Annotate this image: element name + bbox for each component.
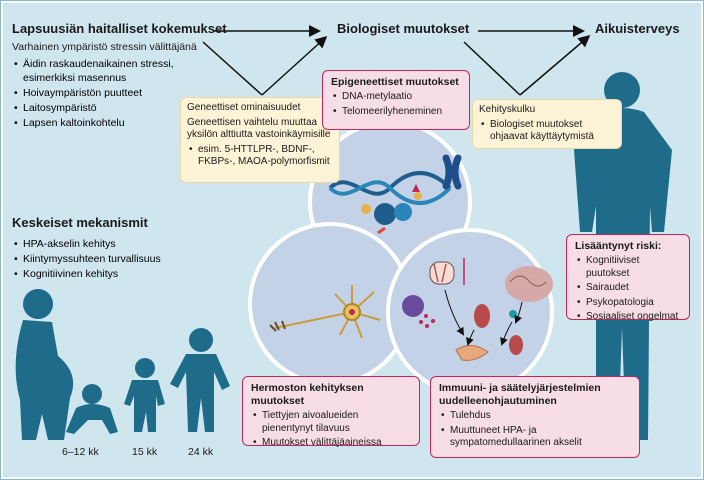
risk-box: Lisääntynyt riski: Kognitiiviset puutoks… — [566, 234, 690, 323]
mechanisms-list: HPA-akselin kehitys Kiintymyssuhteen tur… — [12, 237, 203, 282]
adversity-item: Hoivaympäristön puutteet — [14, 86, 223, 100]
genetic-title: Geneettiset ominaisuudet — [187, 102, 301, 113]
neuro-title: Hermoston kehityksen muutokset — [251, 382, 364, 407]
mechanism-item: Kognitiivinen kehitys — [14, 267, 203, 281]
mechanism-item: Kiintymyssuhteen turvallisuus — [14, 252, 203, 266]
neuro-box: Hermoston kehityksen muutokset Tiettyjen… — [242, 376, 420, 449]
neuro-item: Tiettyjen aivoalueiden pienentynyt tilav… — [253, 410, 411, 435]
epigenetic-title: Epigeneettiset muutokset — [331, 76, 459, 88]
crawling-baby-silhouette — [66, 384, 118, 434]
biology-title: Biologiset muutokset — [337, 21, 470, 36]
development-item: Biologiset muutokset ohjaavat käyttäytym… — [481, 119, 615, 144]
development-list: Biologiset muutokset ohjaavat käyttäytym… — [479, 119, 615, 144]
pregnant-woman-silhouette — [15, 289, 74, 440]
neuro-item: Muutokset välittäjäaineissa — [253, 437, 411, 450]
risk-item: Psykopatologia — [577, 297, 681, 310]
epigenetic-box: Epigeneettiset muutokset DNA-metylaatio … — [322, 70, 470, 130]
age-label: 24 kk — [188, 446, 214, 458]
neuro-list: Tiettyjen aivoalueiden pienentynyt tilav… — [251, 410, 411, 450]
arrow-development-up — [519, 35, 591, 96]
arrow-development-down — [463, 41, 521, 96]
risk-item: Sosiaaliset ongelmat — [577, 311, 681, 324]
genetic-item: esim. 5-HTTLPR-, BDNF-, FKBPs-, MAOA-pol… — [189, 144, 333, 169]
immune-title: Immuuni- ja säätelyjärjestelmien uudelle… — [439, 382, 601, 407]
risk-title: Lisääntynyt riski: — [575, 240, 662, 252]
health-title: Aikuisterveys — [595, 21, 680, 36]
risk-item: Kognitiiviset puutokset — [577, 255, 681, 280]
circle-neural — [248, 222, 412, 386]
adversity-item: Äidin raskaudenaikainen stressi, esimerk… — [14, 57, 223, 85]
genetic-box: Geneettiset ominaisuudet Geneettisen vai… — [180, 97, 340, 183]
epigenetic-list: DNA-metylaatio Telomeerilyheneminen — [331, 91, 461, 118]
age-label: 6–12 kk — [62, 446, 99, 458]
development-title: Kehityskulku — [479, 104, 536, 115]
risk-item: Sairaudet — [577, 282, 681, 295]
immune-box: Immuuni- ja säätelyjärjestelmien uudelle… — [430, 376, 640, 458]
mechanism-item: HPA-akselin kehitys — [14, 237, 203, 251]
arrow-genetic-up-right — [261, 35, 328, 96]
neuron-illustration — [269, 285, 381, 339]
mechanisms-title: Keskeiset mekanismit — [12, 215, 148, 230]
immune-list: Tulehdus Muuttuneet HPA- ja sympatomedul… — [439, 410, 631, 450]
immune-item: Tulehdus — [441, 410, 631, 423]
toddler-24-silhouette — [170, 328, 230, 432]
chromosome-icon — [442, 154, 462, 190]
immune-illustration — [402, 258, 553, 361]
adversity-list: Äidin raskaudenaikainen stressi, esimerk… — [12, 57, 223, 131]
adversity-item: Laitosympäristö — [14, 101, 223, 115]
epigenetic-item: Telomeerilyheneminen — [333, 106, 461, 119]
genetic-list: esim. 5-HTTLPR-, BDNF-, FKBPs-, MAOA-pol… — [187, 144, 333, 169]
epigenetic-item: DNA-metylaatio — [333, 91, 461, 104]
adversity-subtitle: Varhainen ympäristö stressin välittäjänä — [12, 41, 197, 53]
immune-item: Muuttuneet HPA- ja sympatomedullaarinen … — [441, 425, 631, 450]
adversity-item: Lapsen kaltoinkohtelu — [14, 116, 223, 130]
age-label: 15 kk — [132, 446, 158, 458]
arrow-genetic-up-left — [202, 41, 263, 96]
risk-list: Kognitiiviset puutokset Sairaudet Psykop… — [575, 255, 681, 324]
toddler-15-silhouette — [124, 358, 165, 432]
adversity-title: Lapsuusiän haitalliset kokemukset — [12, 21, 227, 36]
dna-illustration — [328, 171, 452, 235]
genetic-text: Geneettisen vaihtelu muuttaa yksilön alt… — [187, 116, 331, 141]
development-box: Kehityskulku Biologiset muutokset ohjaav… — [472, 99, 622, 149]
